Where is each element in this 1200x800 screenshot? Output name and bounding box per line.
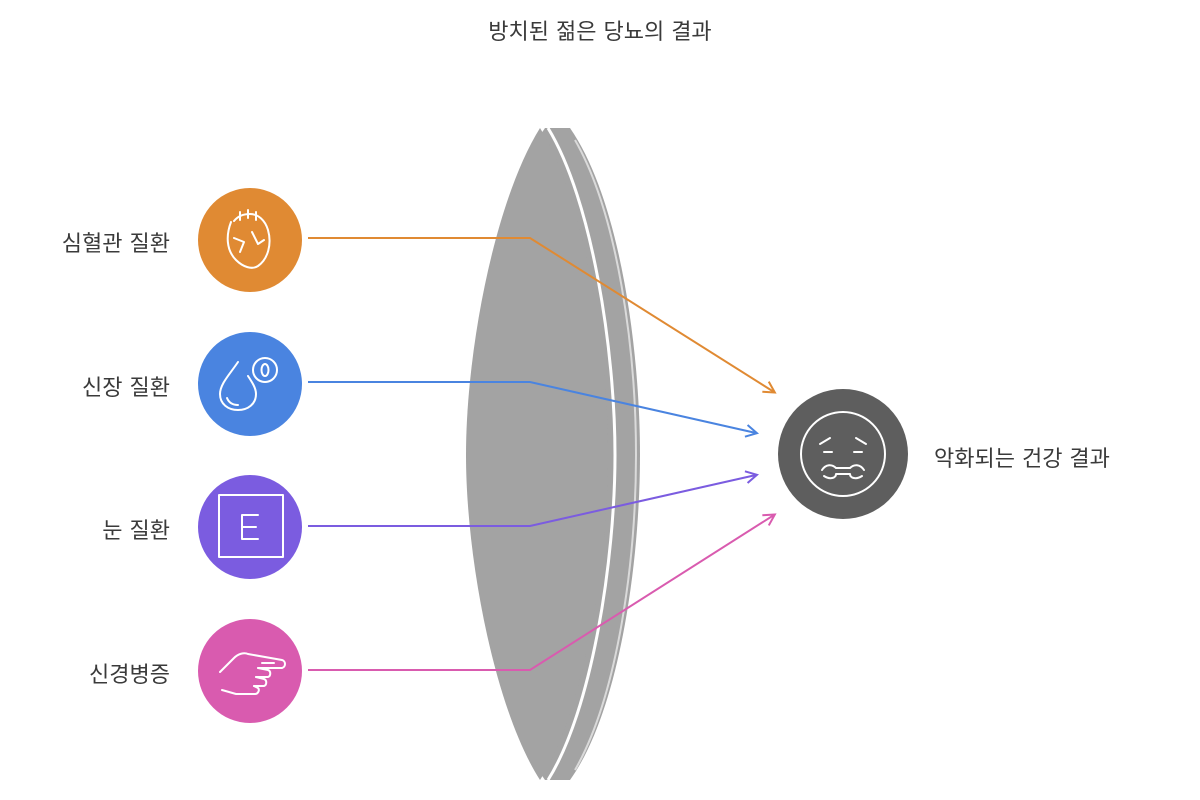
connector-eye	[308, 475, 756, 527]
node-neuropathy	[198, 619, 302, 723]
sick-face-icon	[800, 411, 886, 497]
label-eye: 눈 질환	[102, 519, 170, 544]
pointing-hand-icon	[219, 652, 286, 695]
label-cardiovascular: 심혈관 질환	[61, 232, 170, 257]
connector-cardiovascular	[308, 237, 774, 392]
lens-shape	[466, 127, 640, 781]
label-kidney: 신장 질환	[82, 376, 170, 401]
kidney-drop-icon	[219, 357, 278, 411]
connector-kidney	[308, 381, 756, 433]
eye-chart-icon	[218, 494, 284, 558]
connector-neuropathy	[308, 515, 774, 671]
heart-icon	[226, 209, 271, 269]
label-neuropathy: 신경병증	[89, 663, 170, 688]
node-cardiovascular	[198, 188, 302, 292]
label-output: 악화되는 건강 결과	[934, 447, 1110, 472]
node-eye	[198, 475, 302, 579]
diagram-title: 방치된 젊은 당뇨의 결과	[488, 20, 712, 45]
node-kidney	[198, 332, 302, 436]
node-output	[778, 389, 908, 519]
